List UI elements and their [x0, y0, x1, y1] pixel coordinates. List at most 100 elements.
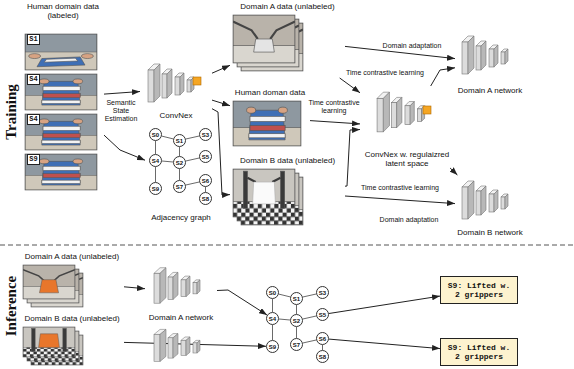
node-text: S1 [176, 138, 183, 144]
node-text: S3 [319, 290, 326, 296]
state-tag: S4 [27, 74, 40, 85]
output-box: S9: Lifted w. 2 grippers [440, 276, 518, 304]
edge-label-text: Time contrastive learning [345, 69, 425, 77]
node-text: S4 [29, 116, 37, 123]
node-text: S7 [176, 184, 183, 190]
frame [25, 34, 97, 70]
state-circle: S4 [149, 154, 162, 167]
network: ConvNex [140, 58, 212, 120]
network-symbol [154, 329, 200, 361]
latent-cube [423, 106, 431, 114]
photo [23, 327, 75, 357]
photo [233, 169, 295, 217]
node-text: S4 [29, 76, 37, 83]
state-circle: S8 [316, 350, 329, 363]
photo [25, 154, 97, 190]
photo [23, 265, 75, 299]
state-circle: S9 [266, 340, 279, 353]
latent-cube [193, 77, 201, 85]
edge-label: Time contrastive learning [306, 99, 362, 117]
node-text: S9 [269, 344, 276, 350]
stack-box: Human domain data (labeled)S1S4S4S9 [22, 2, 104, 192]
state-circle: S3 [199, 128, 212, 141]
network-symbol [377, 92, 425, 132]
state-circle: S2 [173, 156, 186, 169]
node-text: Domain A data (unlabeled) [25, 252, 119, 261]
network: Domain A network [455, 30, 525, 95]
photo [25, 74, 97, 110]
edge-label: Semantic State Estimation [101, 99, 141, 125]
graph-edge [155, 141, 156, 154]
node-text: Adjacency graph [151, 213, 211, 222]
node-text: S3 [202, 132, 209, 138]
state-circle: S6 [316, 332, 329, 345]
output-box: S9: Lifted w. 2 grippers [440, 338, 518, 366]
graph-edge [272, 325, 273, 340]
graph-edge [179, 147, 180, 156]
edge-label: Time contrastive learning [343, 61, 427, 79]
flow-arrow [124, 287, 145, 289]
network-symbol [462, 36, 508, 74]
state-circle: S1 [290, 292, 303, 305]
graph-edge [303, 340, 316, 343]
flow-arrow [345, 196, 455, 204]
state-circle: S4 [266, 312, 279, 325]
edge-label: Domain adaptation [378, 34, 446, 52]
node-text: Domain A network [149, 313, 213, 322]
stack-box: Domain B data (unlabeled) [230, 156, 345, 228]
graph-edge [179, 169, 180, 180]
node-text: S6 [319, 336, 326, 342]
flow-arrow [329, 339, 440, 349]
network: ConvNex w. regulaizred latent space [360, 86, 454, 168]
state-circle: S6 [199, 174, 212, 187]
flow-arrow [217, 290, 267, 315]
photo [25, 114, 97, 150]
network-symbol [154, 268, 200, 303]
photo [233, 101, 301, 146]
frame [25, 154, 97, 190]
state-tag: S1 [27, 34, 40, 45]
graph: Adjacency graph S0S1 S3S4 S2 S5S9 S7 S6S8 [145, 128, 217, 222]
node-text: S6 [202, 178, 209, 184]
state-circle: S3 [316, 286, 329, 299]
node-text: S2 [293, 318, 300, 324]
node-text: S9: Lifted w. 2 grippers [444, 281, 514, 299]
graph-edge [279, 319, 290, 320]
flow-arrow [329, 296, 440, 313]
state-circle: S7 [290, 338, 303, 351]
network: Domain B network [455, 175, 525, 237]
graph-edge [155, 167, 156, 182]
edge-label: Domain adaptation [375, 208, 443, 226]
flow-arrow [104, 92, 140, 95]
node-text: S1 [293, 296, 300, 302]
section-label: Training [1, 67, 21, 157]
network-symbol [148, 64, 194, 102]
node-text: S2 [176, 160, 183, 166]
stack-box: Human doman data [230, 88, 310, 148]
node-text: S1 [29, 36, 37, 43]
node-text: S9: Lifted w. 2 grippers [444, 343, 514, 361]
flow-arrow [345, 130, 360, 187]
node-text: Human domain data (labeled) [22, 2, 104, 20]
node-text: ConvNex [160, 111, 193, 120]
graph-edge [296, 305, 297, 314]
network-symbol [462, 181, 508, 219]
edge-label-text: Domain adaptation [379, 216, 440, 224]
state-circle: S5 [199, 150, 212, 163]
node-text: S5 [319, 312, 326, 318]
graph-edge [296, 327, 297, 338]
flow-arrow [310, 121, 360, 124]
frame [233, 101, 301, 146]
edge-label: Time contrastive learning [358, 176, 442, 194]
graph-edge [272, 299, 273, 312]
node-text: S9 [152, 186, 159, 192]
node-text: Domain B network [457, 228, 522, 237]
node-text: Domain A network [458, 86, 522, 95]
node-text: S8 [202, 196, 209, 202]
node-text: S4 [152, 158, 159, 164]
node-text: S0 [152, 132, 159, 138]
flow-arrow [212, 65, 230, 73]
state-circle: S9 [149, 182, 162, 195]
section-label: Inference [1, 261, 21, 351]
edge-label-text: Semantic State Estimation [101, 99, 141, 123]
